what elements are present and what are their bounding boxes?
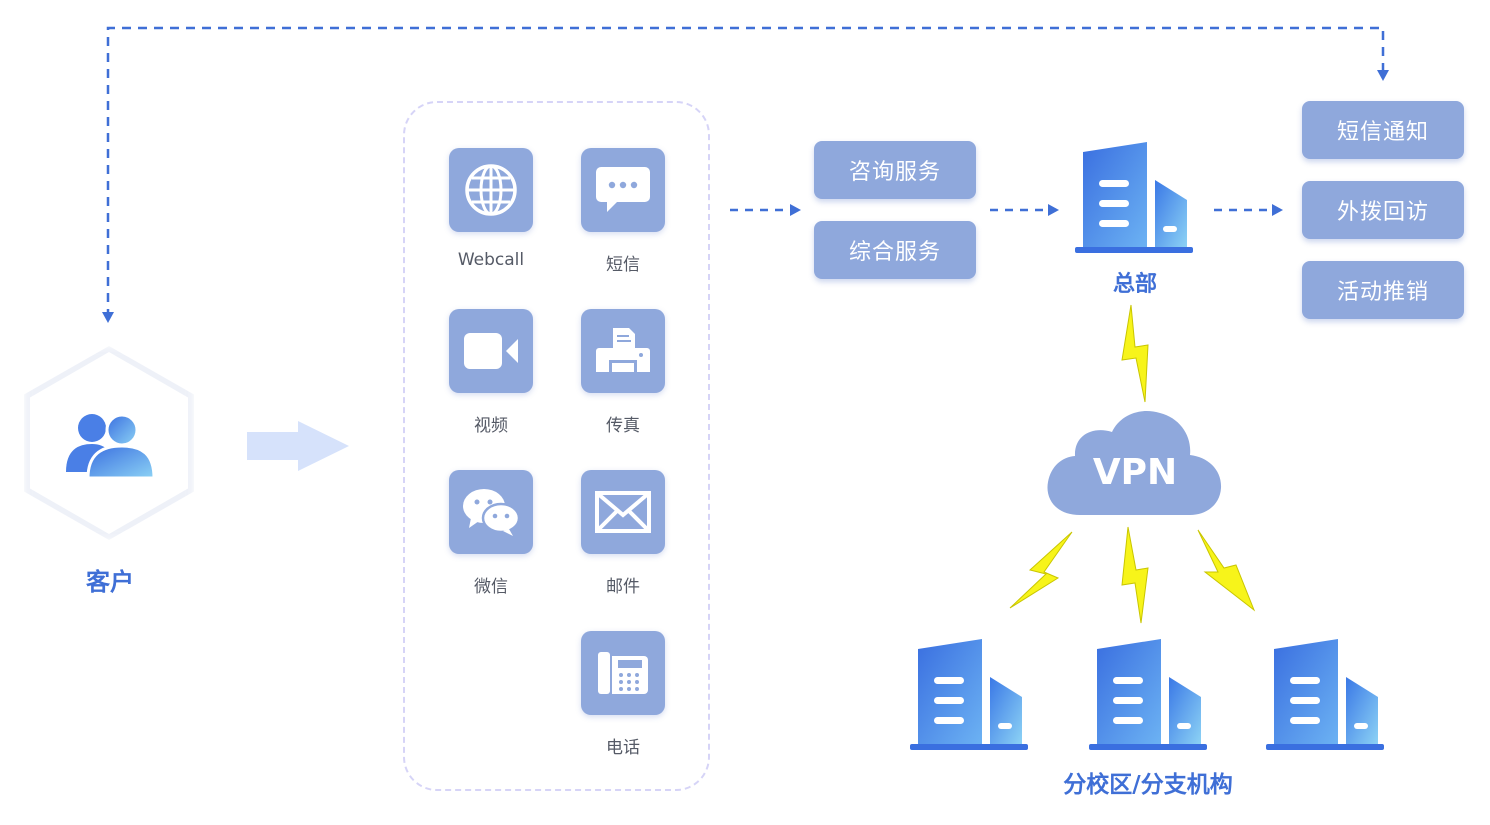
mail-icon (595, 491, 651, 533)
wechat-icon (463, 489, 521, 536)
fax-icon (596, 328, 650, 372)
branch-building-icon (1266, 639, 1384, 750)
branch-building-icon (1089, 639, 1207, 750)
globe-icon (465, 164, 517, 216)
channel-label: 微信 (474, 577, 508, 597)
channel-telephone[interactable] (581, 631, 665, 715)
feedback-loop-arrowhead-down-right (1377, 70, 1389, 81)
hq-label: 总部 (1112, 272, 1157, 297)
big-arrow-to-channels (247, 421, 349, 471)
channel-wechat[interactable] (449, 470, 533, 554)
lightning-hq-vpn (1121, 304, 1149, 403)
users-icon (66, 413, 156, 480)
branches-label: 分校区/分支机构 (1063, 772, 1233, 798)
service-comprehensive[interactable]: 综合服务 (814, 221, 976, 279)
customer-hexagon (30, 352, 188, 534)
service-consulting[interactable]: 咨询服务 (814, 141, 976, 199)
channel-webcall[interactable] (449, 148, 533, 232)
chat-bubble-icon (596, 167, 650, 212)
channel-fax[interactable] (581, 309, 665, 393)
channel-label: 电话 (606, 738, 640, 758)
lightning-vpn-branch-center (1121, 526, 1149, 624)
branch-building-icon (910, 639, 1028, 750)
lightning-vpn-branch-right (1197, 529, 1256, 612)
channel-label: Webcall (457, 250, 525, 270)
feedback-loop-connector (106, 26, 1385, 318)
channel-label: 短信 (606, 255, 640, 275)
telephone-icon (598, 652, 648, 694)
channels-container (403, 101, 710, 791)
channel-label: 视频 (474, 416, 508, 436)
channel-label: 传真 (606, 416, 640, 436)
video-camera-icon (464, 333, 518, 369)
vpn-cloud-icon (1047, 411, 1222, 515)
channel-video[interactable] (449, 309, 533, 393)
channel-label: 邮件 (606, 577, 640, 597)
output-promotion[interactable]: 活动推销 (1302, 261, 1464, 319)
output-sms-notification[interactable]: 短信通知 (1302, 101, 1464, 159)
lightning-vpn-branch-left (1009, 531, 1073, 609)
output-outbound-callback[interactable]: 外拨回访 (1302, 181, 1464, 239)
vpn-label: VPN (1092, 452, 1178, 493)
channel-sms[interactable] (581, 148, 665, 232)
hq-building-icon (1075, 142, 1193, 253)
feedback-loop-arrowhead-down-left (102, 312, 114, 323)
customer-label: 客户 (86, 568, 134, 596)
channel-mail[interactable] (581, 470, 665, 554)
